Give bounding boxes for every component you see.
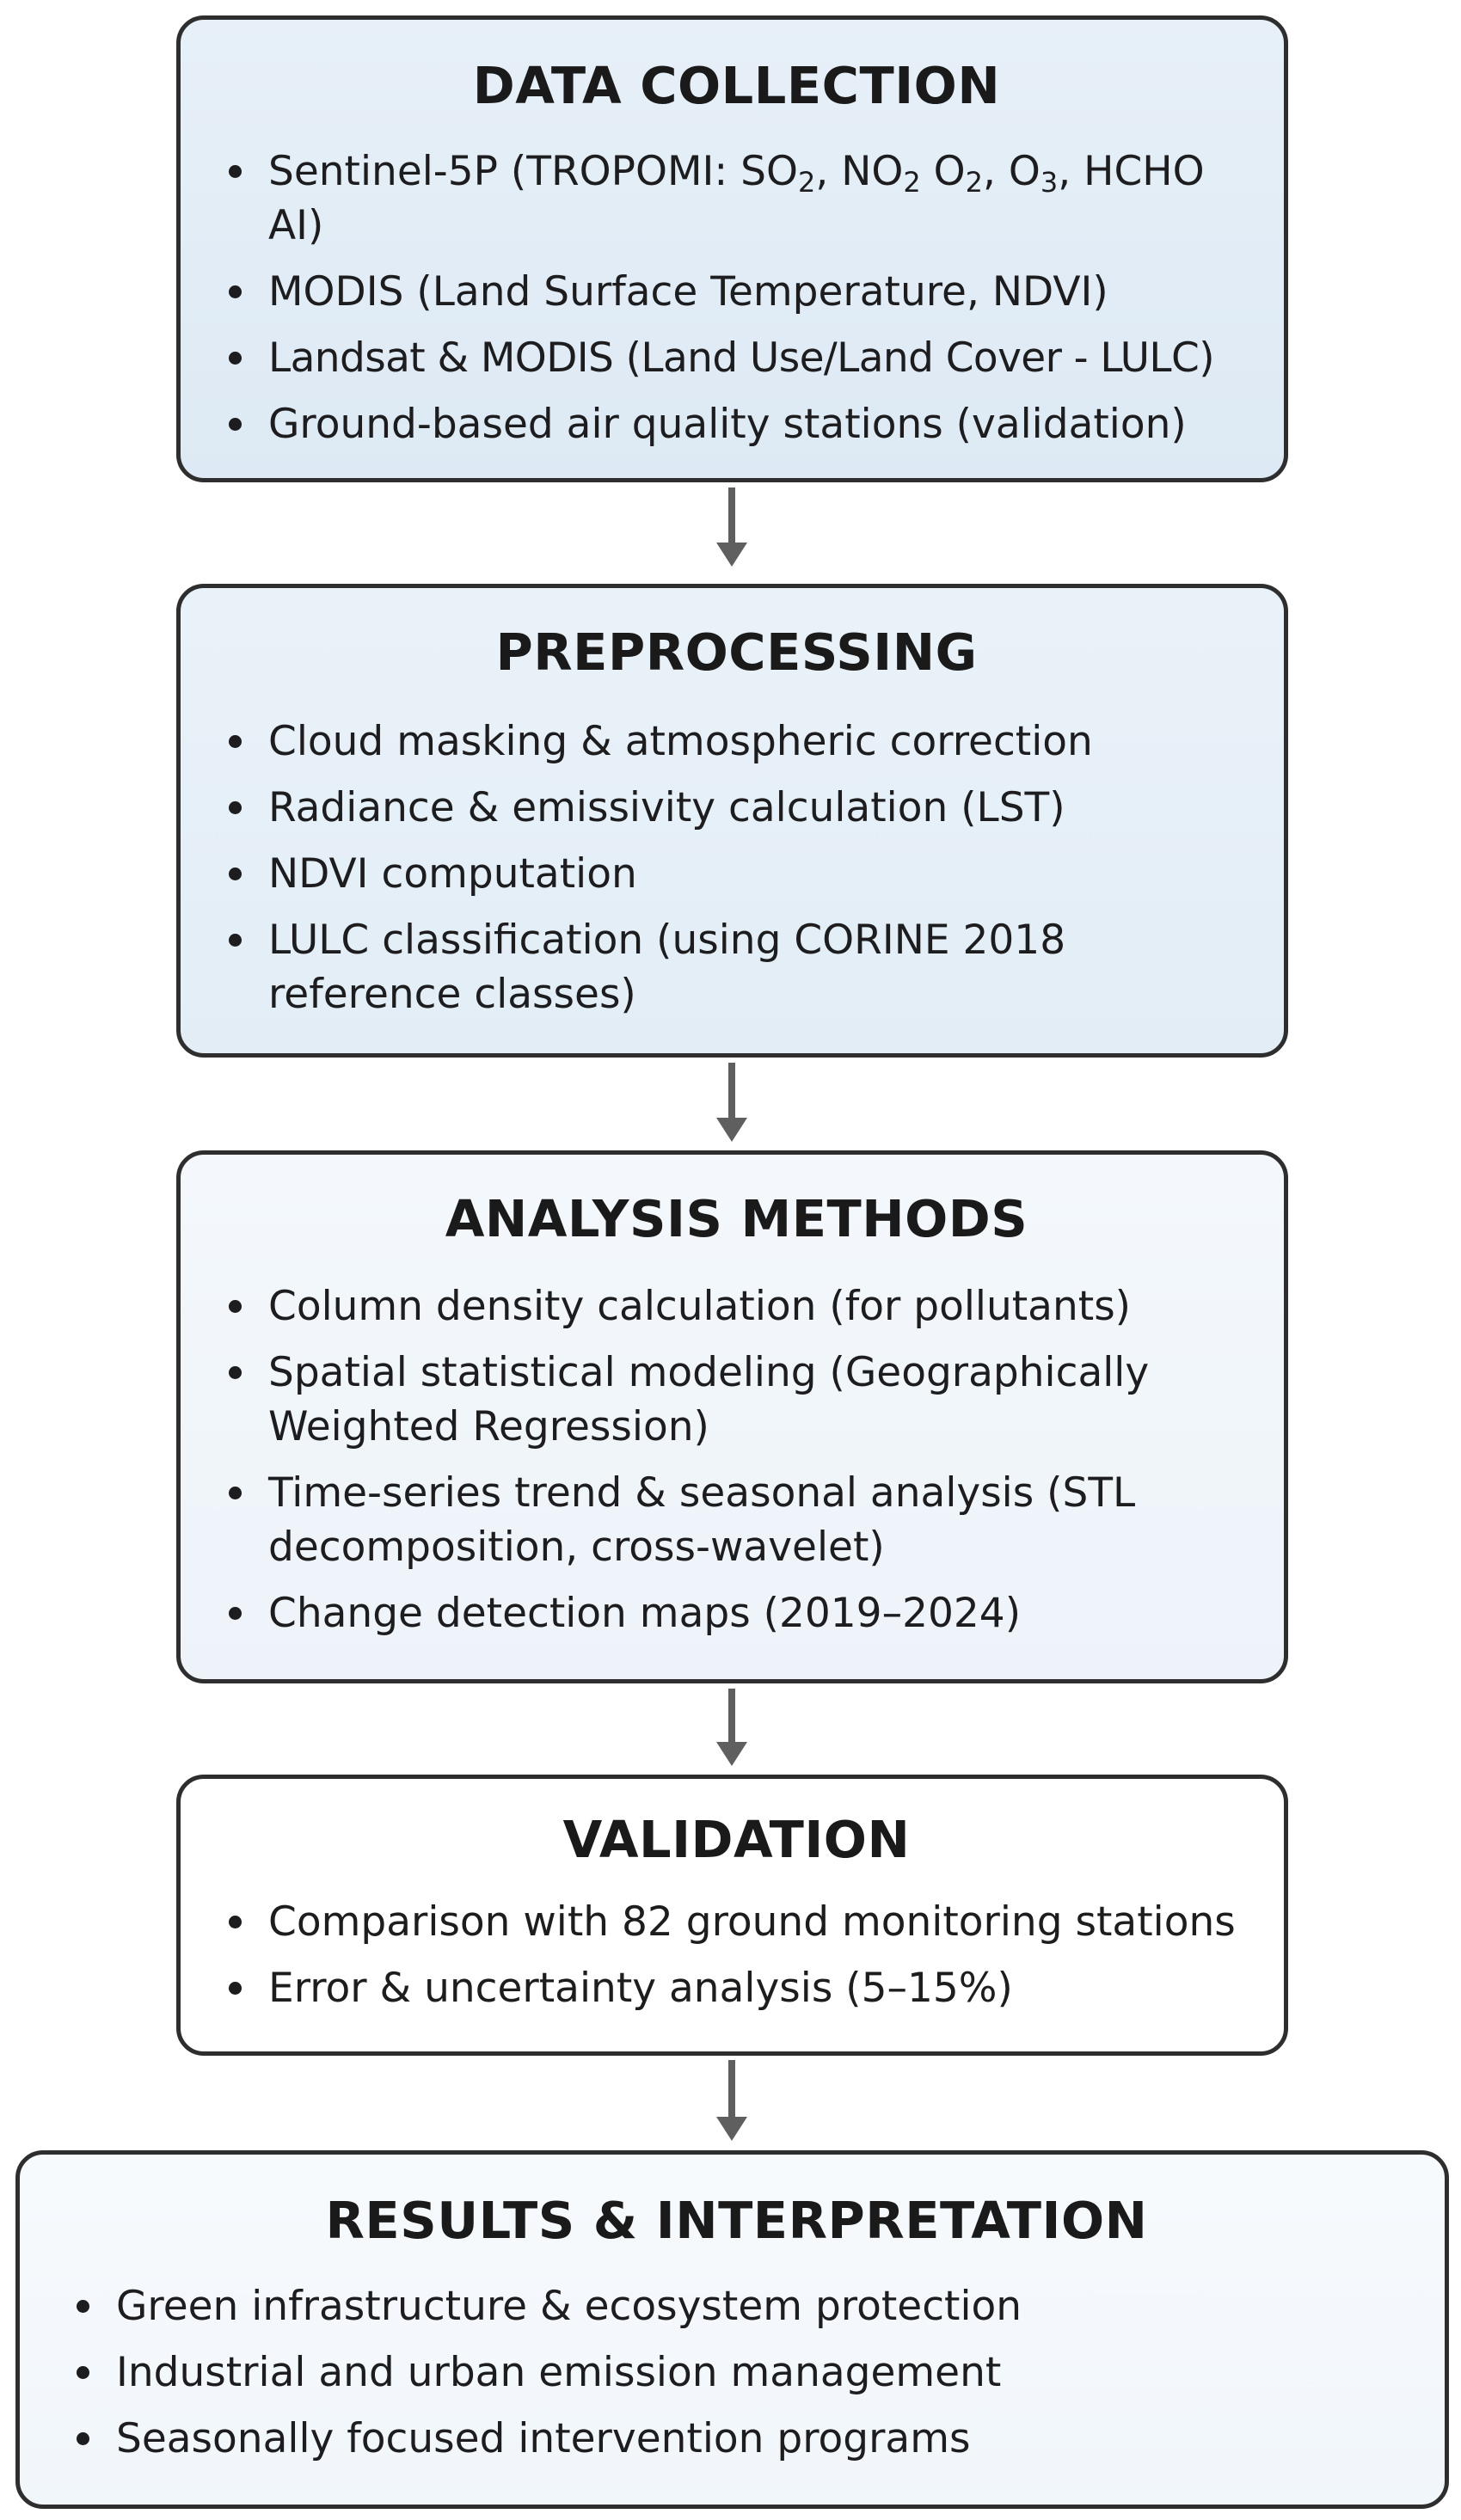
list-item-label: Seasonally focused intervention programs (116, 2415, 971, 2462)
bullet-icon (229, 1487, 242, 1499)
list-item: Column density calculation (for pollutan… (224, 1279, 1249, 1334)
bullet-icon (229, 1300, 242, 1313)
list-item: Green infrastructure & ecosystem protect… (71, 2279, 1410, 2333)
preprocessing-box: PREPROCESSING Cloud masking & atmospheri… (176, 584, 1288, 1058)
bullet-icon (229, 735, 242, 748)
analysis-methods-title: ANALYSIS METHODS (445, 1189, 1028, 1248)
list-item: MODIS (Land Surface Temperature, NDVI) (224, 265, 1249, 319)
bullet-icon (229, 1916, 242, 1928)
list-item-label: Landsat & MODIS (Land Use/Land Cover - L… (268, 334, 1215, 382)
list-item-label: Time-series trend & seasonal analysis (S… (268, 1469, 1136, 1571)
list-item-label: Ground-based air quality stations (valid… (268, 401, 1187, 448)
validation-box: VALIDATION Comparison with 82 ground mon… (176, 1775, 1288, 2056)
list-item-label: Cloud masking & atmospheric correction (268, 718, 1093, 765)
bullet-icon (229, 1607, 242, 1620)
list-item-label: Column density calculation (for pollutan… (268, 1283, 1132, 1330)
bullet-icon (229, 352, 242, 365)
bullet-icon (229, 868, 242, 880)
list-item: Spatial statistical modeling (Geographic… (224, 1346, 1249, 1454)
results-interpretation-list: Green infrastructure & ecosystem protect… (71, 2279, 1410, 2466)
list-item: LULC classification (using CORINE 2018 r… (224, 913, 1249, 1021)
list-item: Time-series trend & seasonal analysis (S… (224, 1466, 1249, 1574)
list-item-label: NDVI computation (268, 850, 637, 898)
data-collection-title: DATA COLLECTION (472, 56, 1001, 115)
results-interpretation-title: RESULTS & INTERPRETATION (325, 2191, 1148, 2250)
bullet-icon (229, 934, 242, 947)
list-item-label: Spatial statistical modeling (Geographic… (268, 1349, 1150, 1450)
data-collection-box: DATA COLLECTION Sentinel-5P (TROPOMI: SO… (176, 15, 1288, 482)
list-item: NDVI computation (224, 847, 1249, 901)
list-item: Industrial and urban emission management (71, 2345, 1410, 2400)
list-item-label: Radiance & emissivity calculation (LST) (268, 784, 1065, 831)
bullet-icon (229, 285, 242, 298)
list-item-label: Error & uncertainty analysis (5–15%) (268, 1965, 1013, 2012)
analysis-methods-box: ANALYSIS METHODS Column density calculat… (176, 1150, 1288, 1683)
preprocessing-list: Cloud masking & atmospheric correction R… (224, 714, 1249, 1021)
list-item-label: Comparison with 82 ground monitoring sta… (268, 1898, 1236, 1946)
bullet-icon (229, 165, 242, 178)
bullet-icon (77, 2432, 89, 2445)
list-item: Ground-based air quality stations (valid… (224, 397, 1249, 451)
list-item: Cloud masking & atmospheric correction (224, 714, 1249, 769)
validation-list: Comparison with 82 ground monitoring sta… (224, 1895, 1249, 2015)
list-item-label: LULC classification (using CORINE 2018 r… (268, 917, 1066, 1018)
list-item: Seasonally focused intervention programs (71, 2412, 1410, 2466)
data-collection-list: Sentinel-5P (TROPOMI: SO2, NO2 O2, O3, H… (224, 144, 1249, 451)
bullet-icon (229, 418, 242, 431)
list-item-label: MODIS (Land Surface Temperature, NDVI) (268, 268, 1108, 316)
list-item: Comparison with 82 ground monitoring sta… (224, 1895, 1249, 1949)
list-item: Change detection maps (2019–2024) (224, 1586, 1249, 1640)
preprocessing-title: PREPROCESSING (495, 622, 978, 682)
bullet-icon (229, 801, 242, 814)
list-item-label: Green infrastructure & ecosystem protect… (116, 2283, 1022, 2330)
list-item: Sentinel-5P (TROPOMI: SO2, NO2 O2, O3, H… (224, 144, 1249, 253)
bullet-icon (229, 1982, 242, 1995)
list-item: Radiance & emissivity calculation (LST) (224, 781, 1249, 835)
sentinel-label: Sentinel-5P (TROPOMI: SO2, NO2 O2, O3, H… (268, 148, 1205, 249)
bullet-icon (229, 1366, 242, 1379)
list-item-label: Industrial and urban emission management (116, 2349, 1002, 2396)
list-item: Landsat & MODIS (Land Use/Land Cover - L… (224, 331, 1249, 385)
validation-title: VALIDATION (562, 1810, 911, 1869)
bullet-icon (77, 2366, 89, 2379)
bullet-icon (77, 2300, 89, 2313)
results-interpretation-box: RESULTS & INTERPRETATION Green infrastru… (15, 2150, 1449, 2509)
list-item: Error & uncertainty analysis (5–15%) (224, 1961, 1249, 2015)
analysis-methods-list: Column density calculation (for pollutan… (224, 1279, 1249, 1640)
list-item-label: Change detection maps (2019–2024) (268, 1590, 1022, 1637)
